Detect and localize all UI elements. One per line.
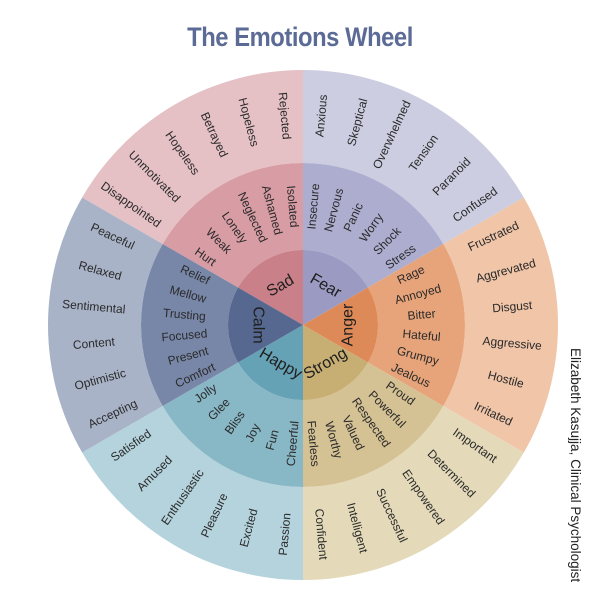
core-emotion-anger: Anger	[340, 303, 357, 346]
outer-emotion-word: Confident	[312, 508, 330, 561]
sad-outer-segment	[82, 70, 304, 244]
middle-emotion-word: Fun	[263, 428, 282, 452]
calm-middle-segment	[141, 244, 239, 406]
middle-emotion-word: Isolated	[284, 185, 302, 228]
fear-outer-segment	[303, 70, 524, 244]
anger-outer-segment	[443, 197, 558, 453]
core-emotion-calm: Calm	[250, 306, 267, 343]
author-credit: Elizabeth Kasujja, Clinical Psychologist	[568, 348, 583, 583]
anger-middle-segment	[367, 244, 465, 406]
middle-emotion-word: Cheerful	[284, 420, 302, 466]
outer-emotion-word: Content	[72, 334, 116, 352]
sad-middle-segment	[162, 163, 303, 288]
middle-emotion-word: Bitter	[407, 306, 436, 322]
strong-middle-segment	[303, 362, 444, 487]
outer-emotion-word: Passion	[276, 512, 294, 556]
anger-core-segment	[303, 287, 378, 363]
fear-middle-segment	[303, 163, 444, 288]
outer-emotion-word: Sentimental	[62, 297, 126, 316]
strong-outer-segment	[303, 406, 524, 580]
calm-core-segment	[228, 287, 303, 363]
page-title: The Emotions Wheel	[187, 22, 413, 52]
sad-core-segment	[238, 250, 303, 325]
middle-emotion-word: Hateful	[402, 327, 441, 344]
calm-outer-segment	[47, 197, 163, 453]
fear-core-segment	[303, 250, 368, 325]
happy-core-segment	[238, 325, 303, 400]
outer-emotion-word: Aggressive	[482, 334, 543, 353]
happy-outer-segment	[82, 406, 304, 580]
strong-core-segment	[303, 325, 368, 400]
outer-emotion-word: Disgust	[492, 298, 534, 315]
outer-emotion-word: Anxious	[312, 94, 330, 138]
middle-emotion-word: Focused	[161, 326, 208, 344]
middle-emotion-word: Insecure	[304, 183, 322, 230]
outer-emotion-word: Rejected	[276, 92, 294, 140]
middle-emotion-word: Fearless	[304, 420, 322, 467]
middle-emotion-word: Trusting	[162, 306, 206, 324]
happy-middle-segment	[162, 362, 303, 487]
